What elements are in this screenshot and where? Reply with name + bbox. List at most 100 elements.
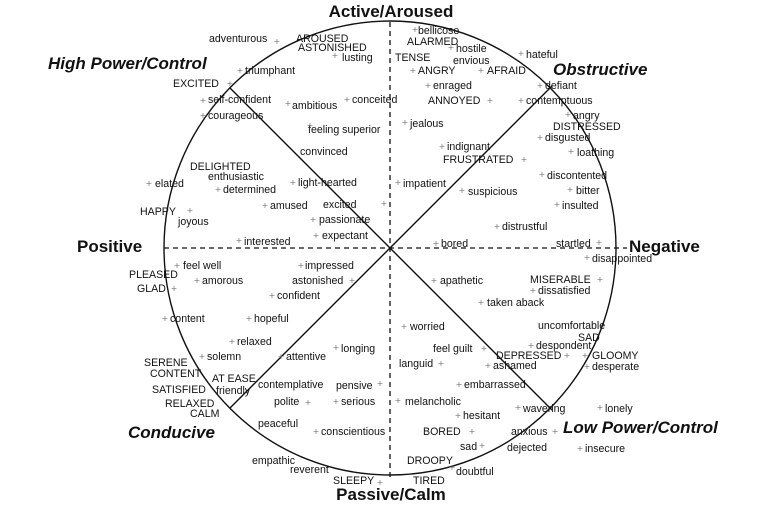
emotion-term: insulted (562, 200, 599, 212)
emotion-term: GLOOMY (592, 350, 639, 362)
emotion-term: serious (341, 396, 375, 408)
emotion-term: insecure (585, 443, 625, 455)
emotion-marker: + (565, 110, 572, 119)
emotion-marker: + (237, 66, 244, 75)
emotion-term: feel well (183, 260, 221, 272)
emotion-marker: + (518, 96, 525, 105)
emotion-marker: + (200, 96, 207, 105)
emotion-term: self-confident (208, 94, 271, 106)
axis-title-top: Active/Aroused (329, 2, 454, 21)
emotion-marker: + (349, 276, 356, 285)
emotion-marker: + (377, 478, 384, 487)
emotion-marker: + (478, 66, 485, 75)
emotion-marker: + (236, 236, 243, 245)
emotion-term: despondent (536, 340, 591, 352)
emotion-term: distrustful (502, 221, 547, 233)
quadrant-title-high-power: High Power/Control (48, 54, 208, 73)
emotion-term: joyous (177, 216, 209, 228)
emotion-marker: + (438, 359, 445, 368)
emotion-term: contemplative (258, 379, 323, 391)
emotion-term: ASTONISHED (298, 42, 367, 54)
emotion-marker: + (568, 147, 575, 156)
emotion-term: empathic (252, 455, 296, 467)
emotion-term: SERENE (144, 357, 188, 369)
emotion-marker: + (554, 200, 561, 209)
emotion-marker: + (448, 43, 455, 52)
emotion-marker: + (537, 133, 544, 142)
emotion-term: DROOPY (407, 455, 453, 467)
emotion-term: hostile (456, 43, 487, 55)
emotion-term: HAPPY (140, 206, 176, 218)
emotion-term: embarrassed (464, 379, 526, 391)
emotion-term: indignant (447, 141, 490, 153)
emotion-marker: + (521, 155, 528, 164)
emotion-marker: + (310, 215, 317, 224)
emotion-marker: + (564, 351, 571, 360)
emotion-term: lonely (605, 403, 633, 415)
emotion-term: disgusted (545, 132, 590, 144)
emotion-marker: + (456, 380, 463, 389)
emotion-marker: + (459, 186, 466, 195)
emotion-term: AFRAID (487, 65, 526, 77)
emotion-term: ALARMED (407, 36, 459, 48)
emotion-term: expectant (322, 230, 368, 242)
emotion-term: angry (573, 110, 600, 122)
emotion-term: bellicose (418, 25, 459, 37)
emotion-marker: + (528, 341, 535, 350)
emotion-term: passionate (319, 214, 370, 226)
emotion-term: GLAD (137, 283, 166, 295)
emotion-term: startled (556, 238, 591, 250)
emotion-term: adventurous (209, 33, 267, 45)
emotion-term: suspicious (468, 186, 517, 198)
emotion-marker: + (515, 403, 522, 412)
emotion-term: disappointed (592, 253, 652, 265)
emotion-term: feeling superior (308, 124, 381, 136)
emotion-term: CALM (190, 408, 219, 420)
emotion-term: RELAXED (165, 398, 215, 410)
emotion-marker: + (200, 111, 207, 120)
emotion-term: apathetic (440, 275, 484, 287)
emotion-term: desperate (592, 361, 639, 373)
emotion-marker: + (425, 81, 432, 90)
emotion-term: feel guilt (433, 343, 473, 355)
emotion-marker: + (597, 275, 604, 284)
emotion-marker: + (262, 201, 269, 210)
emotion-term: conscientious (321, 426, 385, 438)
emotion-term: convinced (300, 146, 348, 158)
emotion-term: DEPRESSED (496, 350, 562, 362)
emotion-term: TIRED (413, 475, 445, 487)
emotion-term: ANGRY (418, 65, 455, 77)
emotion-term: EXCITED (173, 78, 219, 90)
emotion-marker: + (194, 276, 201, 285)
emotion-term: loathing (577, 147, 614, 159)
emotion-term: DELIGHTED (190, 161, 251, 173)
emotion-marker: + (485, 361, 492, 370)
emotion-marker: + (313, 427, 320, 436)
emotion-term: taken aback (487, 297, 545, 309)
emotion-marker: + (582, 351, 589, 360)
emotion-marker: + (584, 253, 591, 262)
emotion-marker: + (215, 185, 222, 194)
emotion-term: SAD (578, 332, 600, 344)
emotion-marker: + (449, 463, 456, 472)
emotion-term: melancholic (405, 396, 462, 408)
emotion-term: lusting (342, 52, 373, 64)
emotion-term: MISERABLE (530, 274, 591, 286)
emotion-marker: + (227, 79, 234, 88)
emotion-term: anxious (511, 426, 548, 438)
emotion-marker: + (199, 352, 206, 361)
emotion-term: interested (244, 236, 291, 248)
emotion-marker: + (269, 291, 276, 300)
emotion-marker: + (344, 95, 351, 104)
emotion-term: discontented (547, 170, 607, 182)
emotion-marker: + (539, 170, 546, 179)
emotion-term: dejected (507, 442, 547, 454)
emotion-term: reverent (290, 464, 329, 476)
emotion-term: SATISFIED (152, 384, 206, 396)
emotion-term: confident (277, 290, 320, 302)
quadrant-title-obstructive: Obstructive (553, 60, 647, 79)
emotion-term: uncomfortable (538, 320, 605, 332)
axis-title-bottom: Passive/Calm (336, 485, 446, 504)
emotion-marker: + (395, 396, 402, 405)
